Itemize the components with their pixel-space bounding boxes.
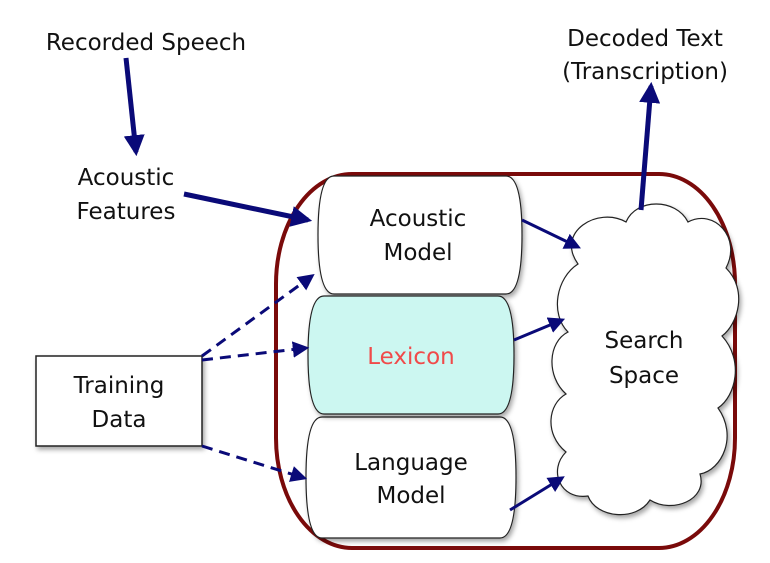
acoustic-model-label-line2: Model <box>383 240 452 266</box>
language-model-label-line2: Model <box>376 483 445 509</box>
arrow-language-model-to-search <box>509 476 565 512</box>
arrow-speech-to-features <box>123 57 145 157</box>
acoustic-features-label-line2: Features <box>77 199 176 225</box>
training-data-label-line2: Data <box>92 407 147 433</box>
acoustic-model-node <box>317 175 523 295</box>
decoded-text-label-line2: (Transcription) <box>562 59 728 85</box>
arrow-features-to-acoustic-model <box>183 191 313 227</box>
language-model-node <box>305 416 517 539</box>
acoustic-features-label-line1: Acoustic <box>78 165 175 191</box>
search-space-cloud <box>550 203 740 516</box>
language-model-label-line1: Language <box>354 450 468 476</box>
arrow-training-to-acoustic-model <box>201 274 315 358</box>
arrow-lexicon-to-search <box>513 317 566 342</box>
training-data-box <box>35 355 203 447</box>
decoded-text-label-line1: Decoded Text <box>567 26 723 52</box>
training-data-label-line1: Training <box>73 373 165 399</box>
arrow-search-to-decoded-text <box>638 81 661 211</box>
arrow-training-to-lexicon <box>201 341 310 362</box>
arrow-training-to-language-model <box>201 444 308 482</box>
lexicon-label: Lexicon <box>367 344 454 370</box>
search-space-label-line2: Space <box>609 363 679 389</box>
arrow-acoustic-model-to-search <box>521 218 581 249</box>
search-space-label-line1: Search <box>604 328 683 354</box>
recorded-speech-label: Recorded Speech <box>46 30 246 56</box>
lexicon-node <box>307 295 515 415</box>
acoustic-model-label-line1: Acoustic <box>370 206 467 232</box>
